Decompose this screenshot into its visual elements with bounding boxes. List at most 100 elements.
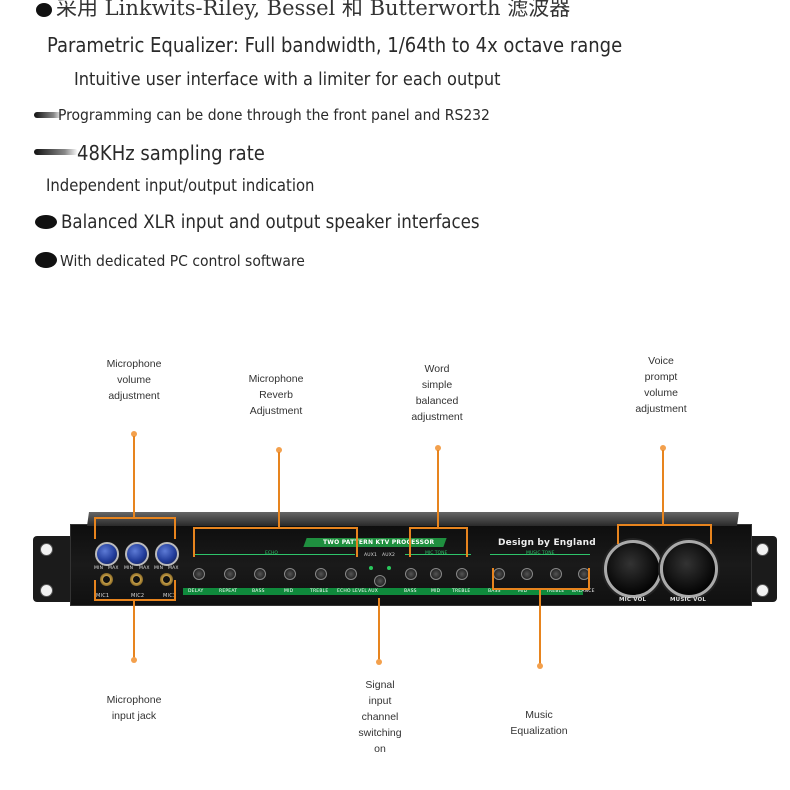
aux1-label: AUX1 — [364, 553, 378, 558]
connector-line — [278, 452, 280, 528]
control-label: TREBLE — [310, 589, 329, 594]
mid-knob[interactable] — [284, 568, 296, 580]
bracket-top — [94, 517, 176, 519]
mic-vol-label: MIC VOL — [619, 597, 647, 603]
rack-hole — [756, 584, 769, 597]
aux-switch-button[interactable] — [374, 575, 386, 587]
feature-xlr: Balanced XLR input and output speaker in… — [61, 212, 480, 233]
bullet-icon — [36, 2, 52, 17]
connector-dot — [276, 447, 282, 453]
bracket-side — [588, 568, 590, 590]
feature-programming: Programming can be done through the fron… — [58, 106, 490, 124]
mic-treble-knob[interactable] — [456, 568, 468, 580]
control-label: BASS — [252, 589, 265, 594]
control-label: MID — [518, 589, 528, 594]
control-label: REPEAT — [219, 589, 238, 594]
bracket-side — [94, 580, 96, 601]
mic1-jack[interactable] — [100, 573, 113, 586]
aux1-led — [369, 566, 373, 570]
rack-hole — [40, 543, 53, 556]
control-label: BALANCE — [572, 589, 595, 594]
mic2-jack[interactable] — [130, 573, 143, 586]
feature-io-indication: Independent input/output indication — [46, 176, 315, 195]
max-label: MAX — [139, 566, 150, 571]
music-tone-label: MUSIC TONE — [526, 551, 555, 556]
connector-line — [437, 450, 439, 528]
echo-line — [195, 554, 355, 555]
control-label: MID — [431, 589, 441, 594]
music-bass-knob[interactable] — [493, 568, 505, 580]
bracket-side — [174, 517, 176, 539]
bullet-icon — [35, 215, 57, 229]
mic3-jack[interactable] — [160, 573, 173, 586]
bracket-side — [193, 527, 195, 557]
control-label: TREBLE — [452, 589, 471, 594]
bracket-top — [409, 527, 468, 529]
connector-dot — [131, 431, 137, 437]
mic-vol-knob[interactable] — [604, 540, 662, 598]
bracket-side — [492, 568, 494, 590]
mic-tone-line — [405, 554, 471, 555]
connector-line — [662, 450, 664, 525]
mic2-volume-knob[interactable] — [125, 542, 149, 566]
connector-line — [133, 600, 135, 660]
mic-bass-knob[interactable] — [405, 568, 417, 580]
control-label-strip — [183, 588, 583, 595]
connector-line — [133, 436, 135, 518]
feature-filters: 采用 Linkwits-Riley, Bessel 和 Butterworth … — [36, 0, 570, 22]
connector-dot — [131, 657, 137, 663]
bracket-side — [466, 527, 468, 557]
treble-knob[interactable] — [315, 568, 327, 580]
control-label: MID — [284, 589, 294, 594]
music-vol-label: MUSIC VOL — [670, 597, 707, 603]
bullet-icon — [34, 149, 78, 155]
control-label: BASS — [404, 589, 417, 594]
connector-dot — [435, 445, 441, 451]
bullet-icon — [35, 252, 57, 268]
bracket-side — [617, 524, 619, 544]
mic-mid-knob[interactable] — [430, 568, 442, 580]
mic3-label: MIC3 — [163, 593, 177, 599]
mic3-volume-knob[interactable] — [155, 542, 179, 566]
bracket-bottom — [94, 599, 176, 601]
connector-line — [378, 598, 380, 662]
music-vol-knob[interactable] — [660, 540, 718, 598]
bracket-side — [710, 524, 712, 544]
control-label: DELAY — [188, 589, 204, 594]
connector-dot — [660, 445, 666, 451]
rack-hole — [756, 543, 769, 556]
feature-parametric-eq: Parametric Equalizer: Full bandwidth, 1/… — [47, 33, 623, 57]
max-label: MAX — [168, 566, 179, 571]
mic2-label: MIC2 — [131, 593, 145, 599]
connector-dot — [537, 663, 543, 669]
brand-label: Design by England — [498, 538, 596, 548]
bracket-side — [94, 517, 96, 539]
model-label: TWO PATTERN KTV PROCESSOR — [323, 539, 435, 546]
bass-knob[interactable] — [254, 568, 266, 580]
music-treble-knob[interactable] — [550, 568, 562, 580]
mic1-volume-knob[interactable] — [95, 542, 119, 566]
feature-pc-software: With dedicated PC control software — [60, 252, 305, 270]
min-label: MIN — [94, 566, 104, 571]
bracket-side — [409, 527, 411, 557]
mic-tone-label: MIC TONE — [425, 551, 448, 556]
music-mid-knob[interactable] — [521, 568, 533, 580]
repeat-knob[interactable] — [224, 568, 236, 580]
bracket-bottom — [492, 588, 590, 590]
aux-label: AUX — [368, 589, 379, 594]
connector-line — [539, 589, 541, 666]
bracket-side — [174, 580, 176, 601]
mic1-label: MIC1 — [96, 593, 110, 599]
delay-knob[interactable] — [193, 568, 205, 580]
bracket-top — [193, 527, 358, 529]
bullet-icon — [34, 112, 62, 118]
control-label: BASS — [488, 589, 501, 594]
aux2-led — [387, 566, 391, 570]
echo-level-knob[interactable] — [345, 568, 357, 580]
